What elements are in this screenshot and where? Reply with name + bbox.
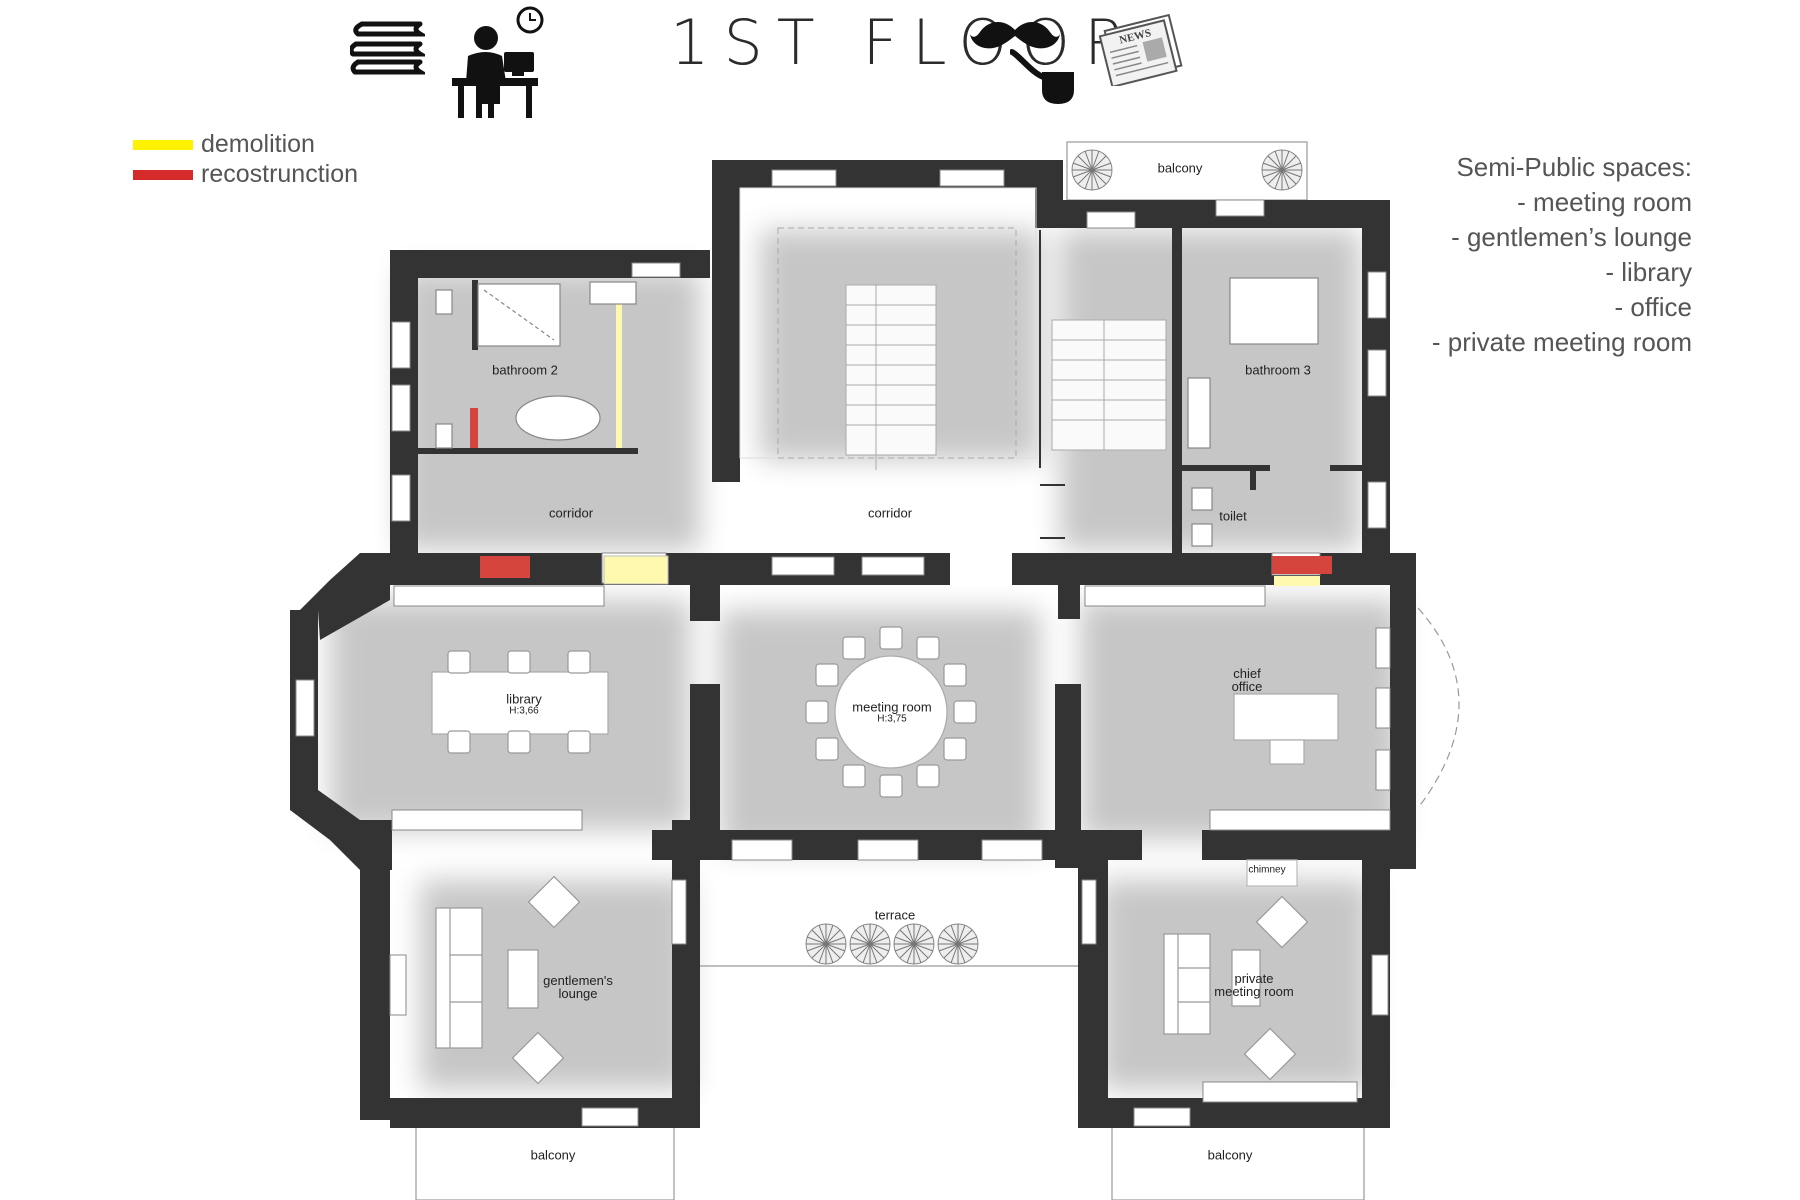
label-gentlemens-lounge: gentlemen's lounge xyxy=(543,974,613,1000)
label-balcony-top: balcony xyxy=(1157,160,1203,176)
meeting-room-name: meeting room xyxy=(852,699,932,715)
label-bathroom-3: bathroom 3 xyxy=(1245,362,1311,378)
semi-public-item: - library xyxy=(1605,257,1692,287)
private-line-1: private xyxy=(1234,971,1274,986)
clock-icon xyxy=(516,6,544,34)
library-name: library xyxy=(506,691,542,707)
chief-office-line-2: office xyxy=(1231,679,1263,694)
books-icon xyxy=(350,21,425,75)
legend-reconstruction: recostrunction xyxy=(133,160,358,189)
semi-public-heading: Semi-Public spaces: xyxy=(1456,152,1692,182)
semi-public-item: - meeting room xyxy=(1517,187,1692,217)
label-corridor-left: corridor xyxy=(548,505,594,521)
pipe-icon xyxy=(1010,49,1074,104)
newspaper-icon: NEWS xyxy=(1098,13,1183,86)
label-balcony-right: balcony xyxy=(1207,1147,1253,1163)
semi-public-item: - private meeting room xyxy=(1431,327,1692,357)
label-corridor-center: corridor xyxy=(867,505,913,521)
legend-demolition: demolition xyxy=(133,130,315,159)
gentlemens-line-2: lounge xyxy=(558,986,598,1001)
label-toilet: toilet xyxy=(1219,508,1247,524)
label-library: library H:3,66 xyxy=(506,693,541,718)
office-worker-icon xyxy=(452,26,538,118)
reconstruction-swatch xyxy=(133,169,193,180)
label-bathroom-2: bathroom 2 xyxy=(492,362,558,378)
label-chief-office: chief office xyxy=(1232,667,1263,693)
mustache-icon xyxy=(970,21,1060,49)
legend-label: recostrunction xyxy=(201,160,359,188)
meeting-room-height: H:3,75 xyxy=(877,713,907,725)
gentlemens-line-1: gentlemen's xyxy=(543,973,613,988)
label-chimney: chimney xyxy=(1248,864,1286,876)
semi-public-item: - gentlemen’s lounge xyxy=(1451,222,1692,252)
semi-public-list: Semi-Public spaces: - meeting room - gen… xyxy=(1432,150,1692,360)
semi-public-item: - office xyxy=(1614,292,1692,322)
legend-label: demolition xyxy=(201,130,315,158)
demolition-swatch xyxy=(133,139,193,150)
label-private-meeting-room: private meeting room xyxy=(1214,972,1293,998)
label-terrace: terrace xyxy=(874,907,916,923)
label-meeting-room: meeting room H:3,75 xyxy=(852,701,931,726)
reconstruction-wall xyxy=(480,556,530,578)
chief-office-line-1: chief xyxy=(1233,666,1261,681)
label-balcony-left: balcony xyxy=(530,1147,576,1163)
private-line-2: meeting room xyxy=(1214,984,1294,999)
demolition-wall xyxy=(603,555,669,585)
library-height: H:3,66 xyxy=(509,705,539,717)
